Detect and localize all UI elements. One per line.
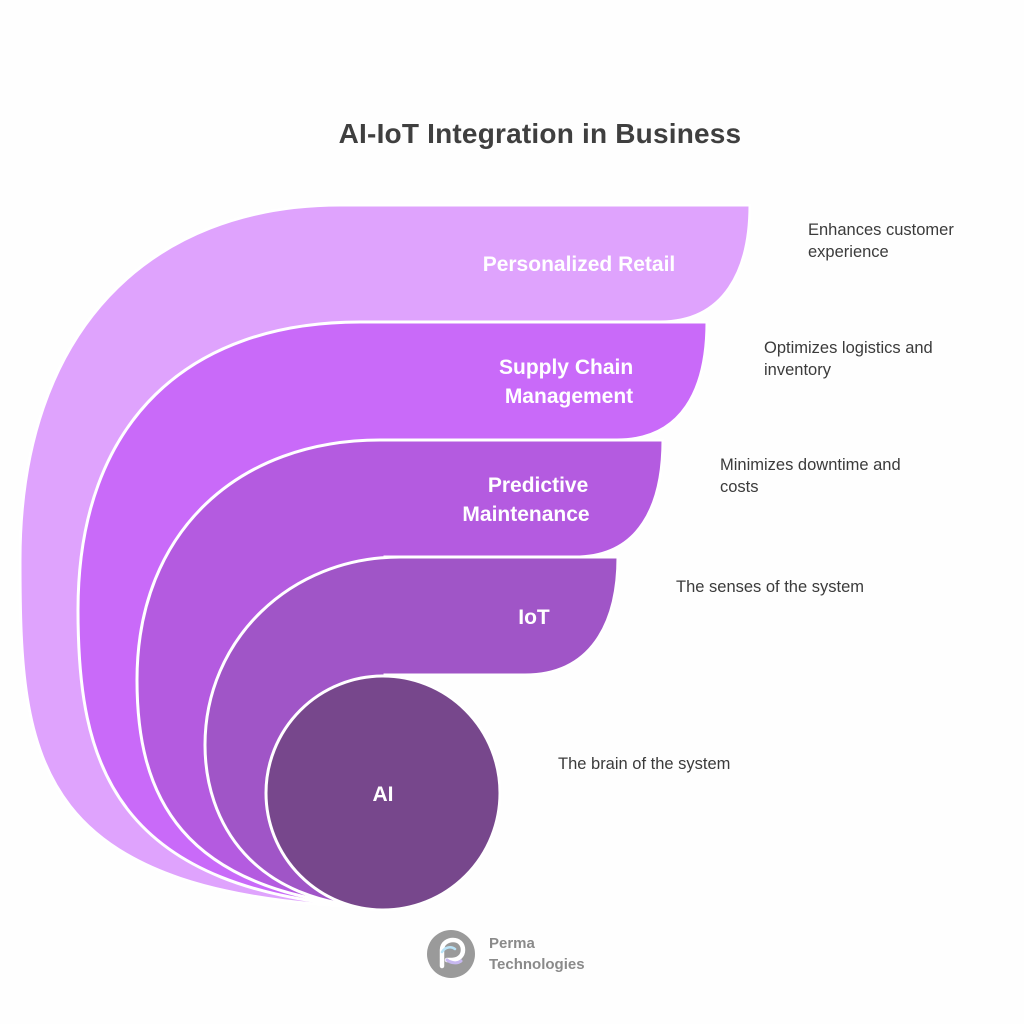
layer-label-supply-chain: Supply Chain Management (499, 356, 639, 408)
layer-description-ai: The brain of the system (558, 755, 731, 773)
layer-description-predictive-maintenance: Minimizes downtime and costs (720, 456, 901, 496)
company-logo: Perma Technologies (427, 930, 585, 978)
layer-description-supply-chain: Optimizes logistics and inventory (764, 339, 933, 379)
page-title: AI-IoT Integration in Business (338, 118, 742, 149)
layer-label-personalized-retail: Personalized Retail (483, 253, 676, 276)
layer-label-iot: IoT (518, 606, 550, 629)
logo-line-2: Technologies (489, 956, 585, 973)
logo-line-1: Perma (489, 935, 535, 952)
layer-label-ai: AI (373, 783, 394, 806)
layer-description-iot: The senses of the system (676, 578, 865, 596)
logo-text: Perma Technologies (489, 933, 585, 975)
core-circle-ai (264, 674, 502, 912)
perma-logo-icon (427, 930, 475, 978)
layer-description-personalized-retail: Enhances customer experience (808, 221, 954, 261)
layer-label-predictive-maintenance: Predictive Maintenance (462, 474, 594, 526)
